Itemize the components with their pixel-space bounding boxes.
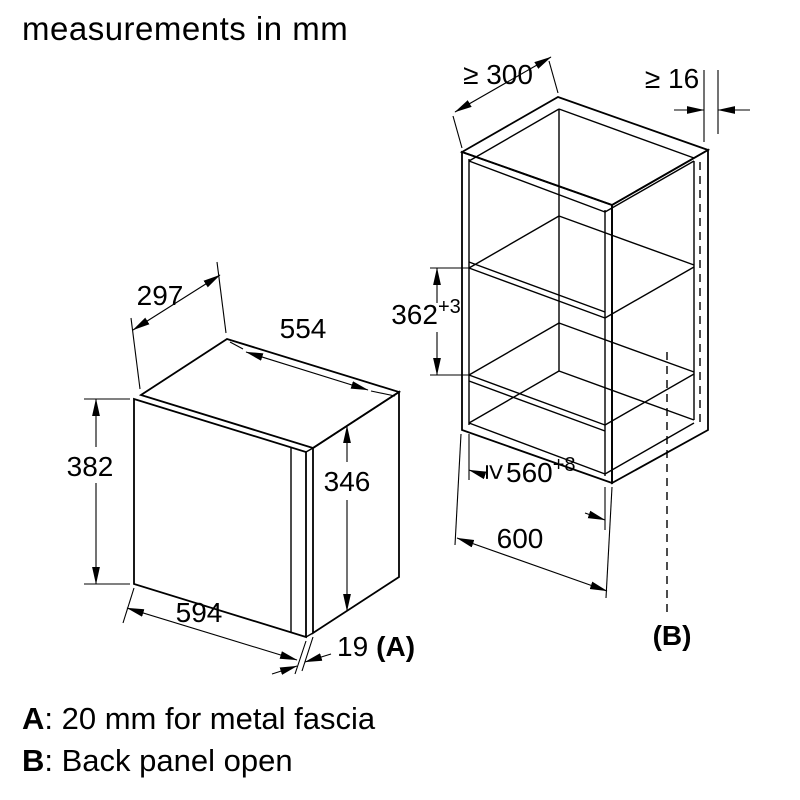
dim-label-300: ≥ 300	[463, 59, 533, 90]
reference-b: (B)	[653, 348, 692, 651]
dimension-line	[584, 510, 606, 521]
dim-body-height-346: 346	[324, 425, 371, 612]
niche-floor-front-bottom	[468, 380, 606, 432]
top-underside-depth-right	[604, 160, 695, 213]
dim-niche-height-362: 362+3	[391, 267, 469, 376]
extension-line	[229, 341, 244, 350]
dim-body-width-554: 554	[229, 313, 396, 397]
dimension-line	[132, 274, 221, 331]
bottom-inner-edge	[468, 422, 606, 475]
dim-rear-gap-16: ≥ 16	[645, 63, 750, 142]
dim-label-554: 554	[280, 313, 327, 344]
cabinet-floor-back	[558, 370, 695, 421]
niche-ceiling-depth-left	[468, 215, 560, 269]
notes: A: 20 mm for metal fascia B: Back panel …	[22, 698, 375, 781]
cabinet-floor-depth-right	[604, 422, 695, 475]
dim-depth-297: 297	[130, 261, 227, 390]
extension-line	[301, 636, 314, 672]
dimension-line	[456, 537, 608, 592]
dim-label-362: 362+3	[391, 296, 461, 330]
reference-b-label: (B)	[653, 620, 692, 651]
niche-floor-back	[558, 322, 695, 373]
cabinet-top-face	[459, 96, 711, 206]
dimension-arrow-right	[304, 653, 332, 663]
dim-label-297: 297	[137, 280, 184, 311]
extension-line	[548, 60, 559, 94]
page-title: measurements in mm	[22, 10, 349, 47]
extension-line	[130, 317, 141, 390]
cabinet-floor-depth-left	[468, 370, 560, 424]
dimension-line	[454, 56, 552, 113]
dim-label-19A: 19(A)	[337, 631, 415, 662]
dimension-line	[245, 351, 369, 391]
dim-label-16: ≥ 16	[645, 63, 699, 94]
niche-ceiling-back	[558, 215, 695, 266]
appliance-side-face	[312, 390, 400, 635]
appliance-top-face	[138, 338, 402, 449]
cabinet-front-outline	[461, 150, 613, 485]
cabinet-drawing: ≥ 300 ≥ 16 362+3	[391, 56, 750, 651]
top-underside-depth	[468, 108, 560, 162]
extension-line	[122, 587, 135, 624]
niche-ceiling-depth-right	[604, 266, 695, 319]
note-a-key: A	[22, 701, 45, 736]
note-a-text: : 20 mm for metal fascia	[44, 701, 376, 736]
niche-floor-depth-right	[604, 373, 695, 426]
note-a: A: 20 mm for metal fascia	[22, 698, 375, 740]
dim-front-height-382: 382	[67, 398, 130, 585]
fascia-body-edge-top	[305, 447, 314, 453]
niche-floor-depth-left	[468, 322, 560, 376]
dim-label-600: 600	[497, 523, 544, 554]
top-underside-back	[558, 108, 695, 159]
dim-cabinet-width-600: 600	[454, 433, 613, 599]
extension-line	[452, 115, 463, 149]
niche-ceiling-band	[468, 261, 606, 313]
dim-depth-min-300: ≥ 300	[452, 56, 559, 149]
dim-label-560: 560+8	[506, 454, 576, 488]
extension-line	[370, 390, 396, 397]
dim-label-346: 346	[324, 466, 371, 497]
top-inner-edge	[468, 160, 606, 213]
extension-line	[454, 433, 462, 546]
dim-label-382: 382	[67, 451, 114, 482]
dim-niche-width-560: ≥ 560+8	[468, 434, 606, 530]
dimension-arrow-left	[271, 665, 298, 675]
extension-line	[294, 640, 307, 675]
niche-floor-front-top	[468, 374, 606, 426]
dim-front-width-594: 594	[122, 587, 307, 675]
fascia-body-edge-bottom	[305, 632, 314, 638]
dimension-line	[126, 607, 298, 661]
note-b-text: : Back panel open	[44, 742, 293, 778]
cabinet-interior-lines	[468, 108, 701, 476]
dimension-line	[468, 469, 487, 480]
note-b: B: Back panel open	[22, 740, 375, 782]
niche-ceiling-front	[468, 267, 606, 319]
dim-label-594: 594	[176, 597, 223, 628]
gte-symbol-rotated: ≥	[480, 464, 511, 479]
extension-line	[605, 486, 613, 599]
dim-fascia-19: 19(A)	[271, 631, 415, 675]
extension-line	[216, 261, 227, 334]
note-b-key: B	[22, 742, 45, 778]
appliance-drawing: 297 554 382 346	[67, 261, 415, 675]
